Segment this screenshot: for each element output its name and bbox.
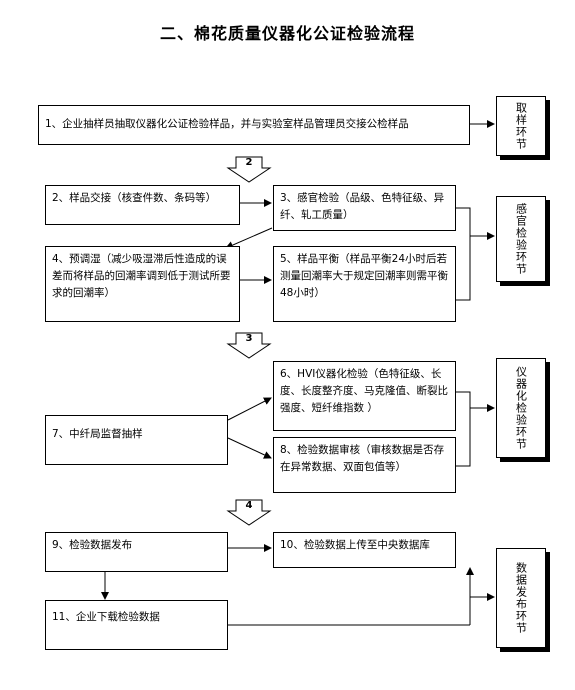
arrow-3-to-4 [225, 227, 273, 249]
connector-3-5-to-sensory [456, 207, 471, 301]
step-10-box: 10、检验数据上传至中央数据库 [273, 532, 456, 568]
stage-number-3: 3 [245, 333, 253, 344]
step-6-box: 6、HVI仪器化检验（色特征级、长度、长度整齐度、马克隆值、断裂比强度、短纤维指… [273, 361, 456, 431]
step-5-box: 5、样品平衡（样品平衡24小时后若测量回潮率大于规定回潮率则需平衡48小时） [273, 246, 456, 322]
step-2-box: 2、样品交接（核查件数、条码等） [45, 185, 240, 225]
arrow-7-to-6 [227, 397, 272, 421]
step-8-box: 8、检验数据审核（审核数据是否存在异常数据、双面包值等） [273, 437, 456, 493]
stage-arrow-3 [226, 332, 272, 359]
step-11-box: 11、企业下载检验数据 [45, 600, 228, 650]
page-title: 二、棉花质量仪器化公证检验流程 [159, 24, 415, 43]
stage-sensory: 感官检验环节 [496, 196, 546, 282]
stage-publish: 数据发布环节 [496, 548, 546, 648]
arrow-7-to-8 [227, 437, 272, 459]
stage-arrow-2 [226, 156, 272, 183]
stage-number-4: 4 [245, 500, 253, 511]
step-7-box: 7、中纤局监督抽样 [45, 415, 228, 465]
connector-6-8-to-instrument [456, 391, 471, 467]
step-1-box: 1、企业抽样员抽取仪器化公证检验样品，并与实验室样品管理员交接公检样品 [38, 105, 470, 145]
step-3-box: 3、感官检验（品级、色特征级、异纤、轧工质量） [273, 185, 456, 231]
stage-sampling: 取样环节 [496, 96, 546, 156]
stage-instrument: 仪器化检验环节 [496, 358, 546, 458]
stage-number-2: 2 [245, 157, 253, 168]
stage-arrow-4 [226, 499, 272, 526]
step-9-box: 9、检验数据发布 [45, 532, 228, 572]
step-4-box: 4、预调湿（减少吸湿滞后性造成的误差而将样品的回潮率调到低于测试所要求的回潮率） [45, 246, 240, 322]
